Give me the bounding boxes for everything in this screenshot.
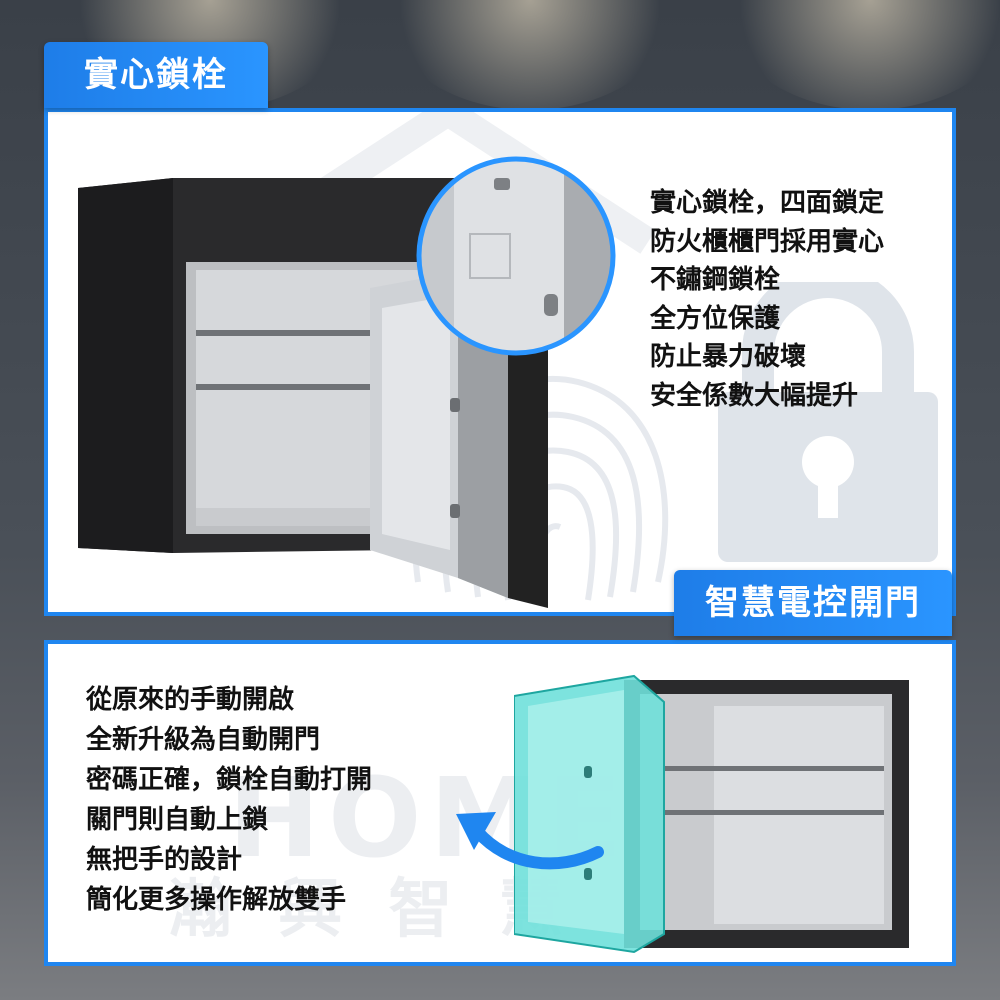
ceiling-light-center: [380, 0, 680, 110]
description-line: 全方位保護: [650, 303, 781, 334]
description-line: 無把手的設計: [86, 845, 243, 875]
curved-arrow-icon: [456, 812, 604, 870]
solid-bolt-description: 實心鎖栓，四面鎖定 防火櫃櫃門採用實心 不鏽鋼鎖栓 全方位保護 防止暴力破壞 安…: [650, 184, 884, 415]
description-line: 不鏽鋼鎖栓: [650, 265, 781, 295]
smart-electronic-door-panel: HOMES 瀚 興 智 慧 從原來的手動開啟 全新升級為自動開門 密碼正確，鎖栓…: [44, 640, 956, 966]
safe-with-highlighted-door-illustration: [514, 674, 909, 954]
description-line: 關門則自動上鎖: [86, 805, 269, 835]
description-line: 全新升級為自動開門: [86, 725, 321, 755]
solid-bolt-tag: 實心鎖栓: [44, 42, 268, 108]
smart-electronic-door-tag: 智慧電控開門: [674, 570, 952, 636]
description-line: 安全係數大幅提升: [650, 380, 859, 411]
description-line: 從原來的手動開啟: [86, 685, 295, 715]
solid-bolt-panel: 實心鎖栓，四面鎖定 防火櫃櫃門採用實心 不鏽鋼鎖栓 全方位保護 防止暴力破壞 安…: [44, 108, 956, 616]
description-line: 簡化更多操作解放雙手: [86, 885, 347, 915]
padlock-icon: [718, 282, 938, 562]
watermark-cjk: 瀚 興 智 慧: [168, 873, 575, 947]
ceiling-light-right: [720, 0, 1000, 110]
description-line: 防火櫃櫃門採用實心: [650, 226, 885, 257]
safe-with-open-door-illustration: [78, 178, 548, 608]
description-line: 密碼正確，鎖栓自動打開: [86, 765, 373, 795]
description-line: 防止暴力破壞: [650, 342, 807, 372]
smart-door-description: 從原來的手動開啟 全新升級為自動開門 密碼正確，鎖栓自動打開 關門則自動上鎖 無…: [86, 680, 372, 920]
bolt-zoom-detail: [416, 156, 616, 356]
description-line: 實心鎖栓，四面鎖定: [650, 188, 885, 218]
